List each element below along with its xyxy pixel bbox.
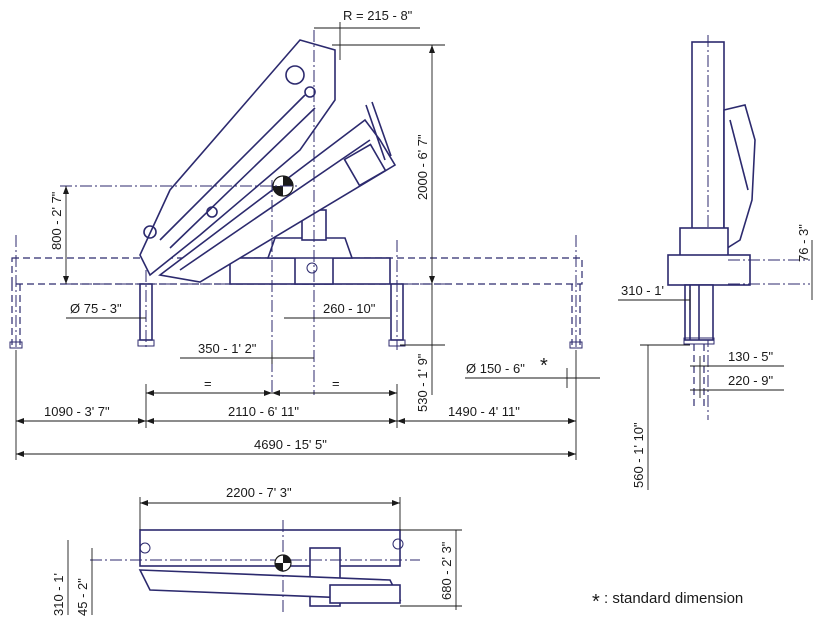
- label-side-560: 560 - 1' 10": [631, 422, 646, 488]
- label-h-530: 530 - 1' 9": [415, 353, 430, 412]
- label-top-45: 45 - 2": [75, 578, 90, 616]
- top-view-centre-of-gravity-icon: [274, 554, 292, 572]
- support-leg-inner-left: [137, 270, 155, 350]
- label-star-mark: *: [540, 355, 548, 377]
- top-view-dimensions: [67, 497, 462, 615]
- legend-star: *: [592, 591, 600, 613]
- label-w-1090: 1090 - 3' 7": [44, 404, 110, 419]
- label-top-680: 680 - 2' 3": [439, 541, 454, 600]
- side-view: [667, 35, 810, 420]
- label-top-2200: 2200 - 7' 3": [226, 485, 292, 500]
- label-side-310: 310 - 1': [621, 283, 664, 298]
- main-view: [9, 30, 583, 395]
- main-view-dimensions: [15, 22, 600, 460]
- side-view-dimensions: [618, 240, 813, 490]
- label-radius: R = 215 - 8": [343, 8, 413, 23]
- outrigger-leg-right: [569, 235, 583, 350]
- label-top-310: 310 - 1': [51, 573, 66, 616]
- top-view: [90, 520, 420, 612]
- outrigger-leg-left: [9, 235, 23, 350]
- label-side-76: 76 - 3": [796, 224, 811, 262]
- label-eq-right: =: [332, 376, 340, 391]
- label-w-4690: 4690 - 15' 5": [254, 437, 327, 452]
- label-height-boom: 800 - 2' 7": [49, 191, 64, 250]
- centre-of-gravity-icon: [272, 175, 294, 197]
- knuckle-boom: [158, 101, 397, 283]
- legend-text: : standard dimension: [604, 590, 743, 607]
- support-leg-inner-right: [388, 240, 406, 350]
- main-boom: [139, 39, 336, 277]
- label-side-130: 130 - 5": [728, 349, 773, 364]
- label-w-1490: 1490 - 4' 11": [448, 404, 520, 419]
- label-dia-pad: Ø 150 - 6": [466, 361, 525, 376]
- label-height-total: 2000 - 6' 7": [415, 134, 430, 200]
- label-w-260: 260 - 10": [323, 301, 376, 316]
- label-w-2110: 2110 - 6' 11": [228, 404, 299, 419]
- label-dia-column: Ø 75 - 3": [70, 301, 122, 316]
- label-side-220: 220 - 9": [728, 373, 773, 388]
- label-eq-left: =: [204, 376, 212, 391]
- label-w-350: 350 - 1' 2": [198, 341, 257, 356]
